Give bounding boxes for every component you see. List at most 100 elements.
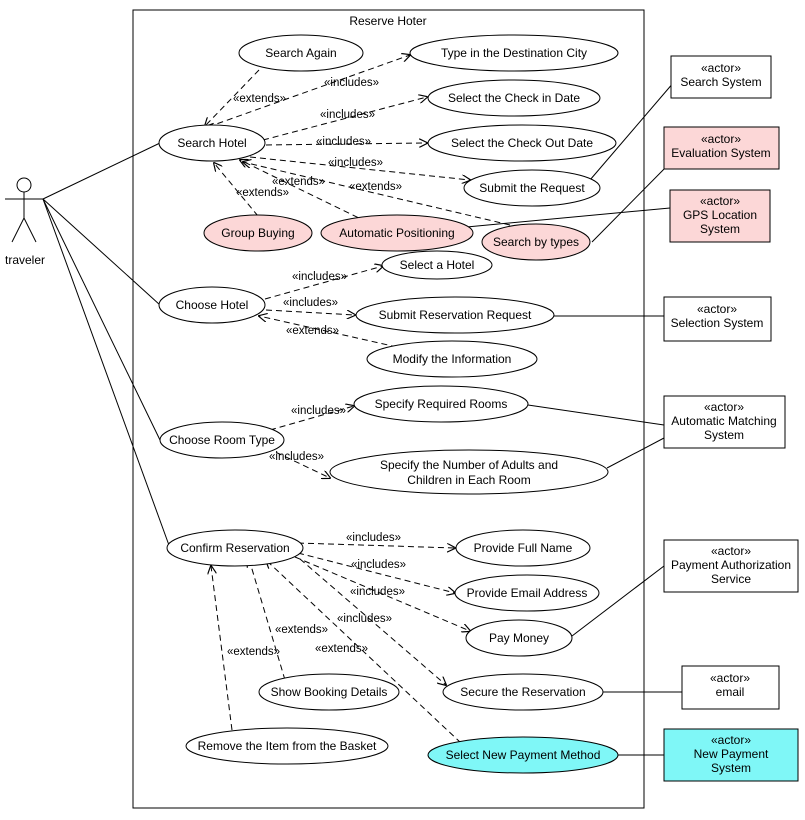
use-case-specify-adults[interactable]: Specify the Number of Adults and Childre… (329, 449, 609, 495)
actor-boxes: «actor» Search System «actor» Evaluation… (663, 55, 799, 782)
svg-text:Search by types: Search by types (493, 235, 579, 249)
includes-label: «includes» (337, 613, 392, 625)
use-case-automatic-positioning[interactable]: Automatic Positioning (320, 214, 474, 252)
use-case-submit-reservation[interactable]: Submit Reservation Request (355, 296, 555, 334)
svg-text:System: System (711, 761, 751, 775)
system-boundary (132, 9, 645, 809)
svg-text:Select New Payment Method: Select New Payment Method (446, 748, 601, 762)
includes-label: «includes» (351, 559, 406, 571)
use-case-provide-email[interactable]: Provide Email Address (454, 574, 600, 612)
svg-text:Automatic Positioning: Automatic Positioning (339, 226, 454, 240)
svg-text:«actor»: «actor» (711, 544, 751, 558)
use-case-pay-money[interactable]: Pay Money (465, 619, 573, 657)
use-case-remove-item[interactable]: Remove the Item from the Basket (185, 727, 389, 765)
actor-evaluation-system[interactable]: «actor» Evaluation System (663, 126, 780, 170)
svg-text:«actor»: «actor» (710, 671, 750, 685)
actor-gps-system[interactable]: «actor» GPS Location System (669, 189, 771, 243)
svg-text:Select the Check in Date: Select the Check in Date (448, 91, 580, 105)
includes-label: «includes» (324, 77, 379, 89)
extends-label: «extends» (233, 93, 286, 105)
use-case-search-hotel[interactable]: Search Hotel (158, 124, 266, 162)
extends-label: «extends» (272, 176, 325, 188)
system-associations (455, 81, 682, 756)
svg-text:Specify the Number of Adults a: Specify the Number of Adults and (380, 458, 558, 472)
actor-payment-service[interactable]: «actor» Payment Authorization Service (663, 539, 799, 593)
includes-label: «includes» (346, 532, 401, 544)
use-case-new-payment-method[interactable]: Select New Payment Method (427, 736, 619, 774)
use-case-confirm-reservation[interactable]: Confirm Reservation (166, 529, 304, 567)
svg-text:System: System (700, 222, 740, 236)
svg-text:System: System (704, 428, 744, 442)
traveler-label: traveler (5, 253, 45, 267)
use-case-provide-name[interactable]: Provide Full Name (455, 529, 591, 567)
svg-text:«actor»: «actor» (711, 733, 751, 747)
actor-selection-system[interactable]: «actor» Selection System (663, 296, 772, 342)
extends-label: «extends» (227, 646, 280, 658)
use-case-submit-request[interactable]: Submit the Request (463, 169, 601, 207)
svg-text:Evaluation System: Evaluation System (671, 146, 770, 160)
use-case-select-checkout[interactable]: Select the Check Out Date (427, 124, 617, 162)
includes-label: «includes» (291, 405, 346, 417)
svg-text:Show Booking Details: Show Booking Details (271, 685, 388, 699)
dependencies (205, 55, 511, 744)
includes-label: «includes» (320, 109, 375, 121)
includes-label: «includes» (328, 157, 383, 169)
svg-text:Submit Reservation Request: Submit Reservation Request (379, 308, 532, 322)
use-case-specify-rooms[interactable]: Specify Required Rooms (353, 385, 529, 423)
extends-label: «extends» (275, 624, 328, 636)
includes-label: «includes» (316, 136, 371, 148)
use-cases: Search Again Type in the Destination Cit… (158, 34, 619, 774)
svg-text:Search System: Search System (680, 75, 761, 89)
actor-associations (42, 142, 171, 549)
svg-text:«actor»: «actor» (700, 194, 740, 208)
svg-text:GPS Location: GPS Location (683, 208, 757, 222)
svg-text:Search Hotel: Search Hotel (177, 136, 246, 150)
actor-new-payment-system[interactable]: «actor» New Payment System (663, 728, 799, 782)
svg-text:Submit the Request: Submit the Request (479, 181, 585, 195)
actor-matching-system[interactable]: «actor» Automatic Matching System (663, 395, 786, 449)
extends-label: «extends» (286, 325, 339, 337)
svg-text:«actor»: «actor» (704, 400, 744, 414)
svg-text:email: email (716, 685, 745, 699)
use-case-choose-hotel[interactable]: Choose Hotel (158, 286, 266, 324)
use-case-modify-info[interactable]: Modify the Information (366, 340, 538, 378)
includes-label: «includes» (292, 271, 347, 283)
svg-text:«actor»: «actor» (701, 132, 741, 146)
svg-text:Type in the Destination City: Type in the Destination City (441, 46, 587, 60)
svg-text:New Payment: New Payment (694, 747, 769, 761)
use-case-type-destination[interactable]: Type in the Destination City (409, 34, 619, 72)
svg-text:Remove the Item from the Baske: Remove the Item from the Basket (198, 739, 377, 753)
actor-email[interactable]: «actor» email (681, 665, 780, 710)
actor-search-system[interactable]: «actor» Search System (670, 55, 772, 99)
includes-label: «includes» (283, 297, 338, 309)
includes-label: «includes» (350, 586, 405, 598)
svg-text:Specify Required Rooms: Specify Required Rooms (375, 397, 508, 411)
svg-text:Select the Check Out Date: Select the Check Out Date (451, 136, 593, 150)
svg-text:Provide Full Name: Provide Full Name (474, 541, 573, 555)
includes-label: «includes» (269, 451, 324, 463)
svg-text:Payment Authorization: Payment Authorization (671, 558, 791, 572)
svg-text:Service: Service (711, 572, 751, 586)
use-case-select-hotel[interactable]: Select a Hotel (381, 250, 493, 280)
use-case-show-booking[interactable]: Show Booking Details (258, 673, 400, 711)
svg-text:«actor»: «actor» (697, 302, 737, 316)
use-case-secure-reservation[interactable]: Secure the Reservation (442, 673, 604, 711)
extends-label: «extends» (315, 643, 368, 655)
traveler-actor (5, 177, 43, 243)
use-case-select-checkin[interactable]: Select the Check in Date (427, 79, 601, 117)
svg-text:Select a Hotel: Select a Hotel (400, 258, 475, 272)
svg-text:Provide Email Address: Provide Email Address (467, 586, 588, 600)
use-case-group-buying[interactable]: Group Buying (203, 214, 313, 252)
svg-text:Selection System: Selection System (671, 316, 764, 330)
svg-text:Pay Money: Pay Money (489, 631, 549, 645)
svg-text:Secure the Reservation: Secure the Reservation (460, 685, 585, 699)
use-case-choose-room-type[interactable]: Choose Room Type (159, 421, 285, 459)
use-case-search-again[interactable]: Search Again (238, 34, 364, 72)
system-title: Reserve Hoter (349, 14, 426, 28)
svg-text:Children in Each Room: Children in Each Room (407, 473, 530, 487)
use-case-search-by-types[interactable]: Search by types (481, 223, 591, 261)
svg-text:Choose Hotel: Choose Hotel (176, 298, 249, 312)
svg-text:Group Buying: Group Buying (221, 226, 294, 240)
